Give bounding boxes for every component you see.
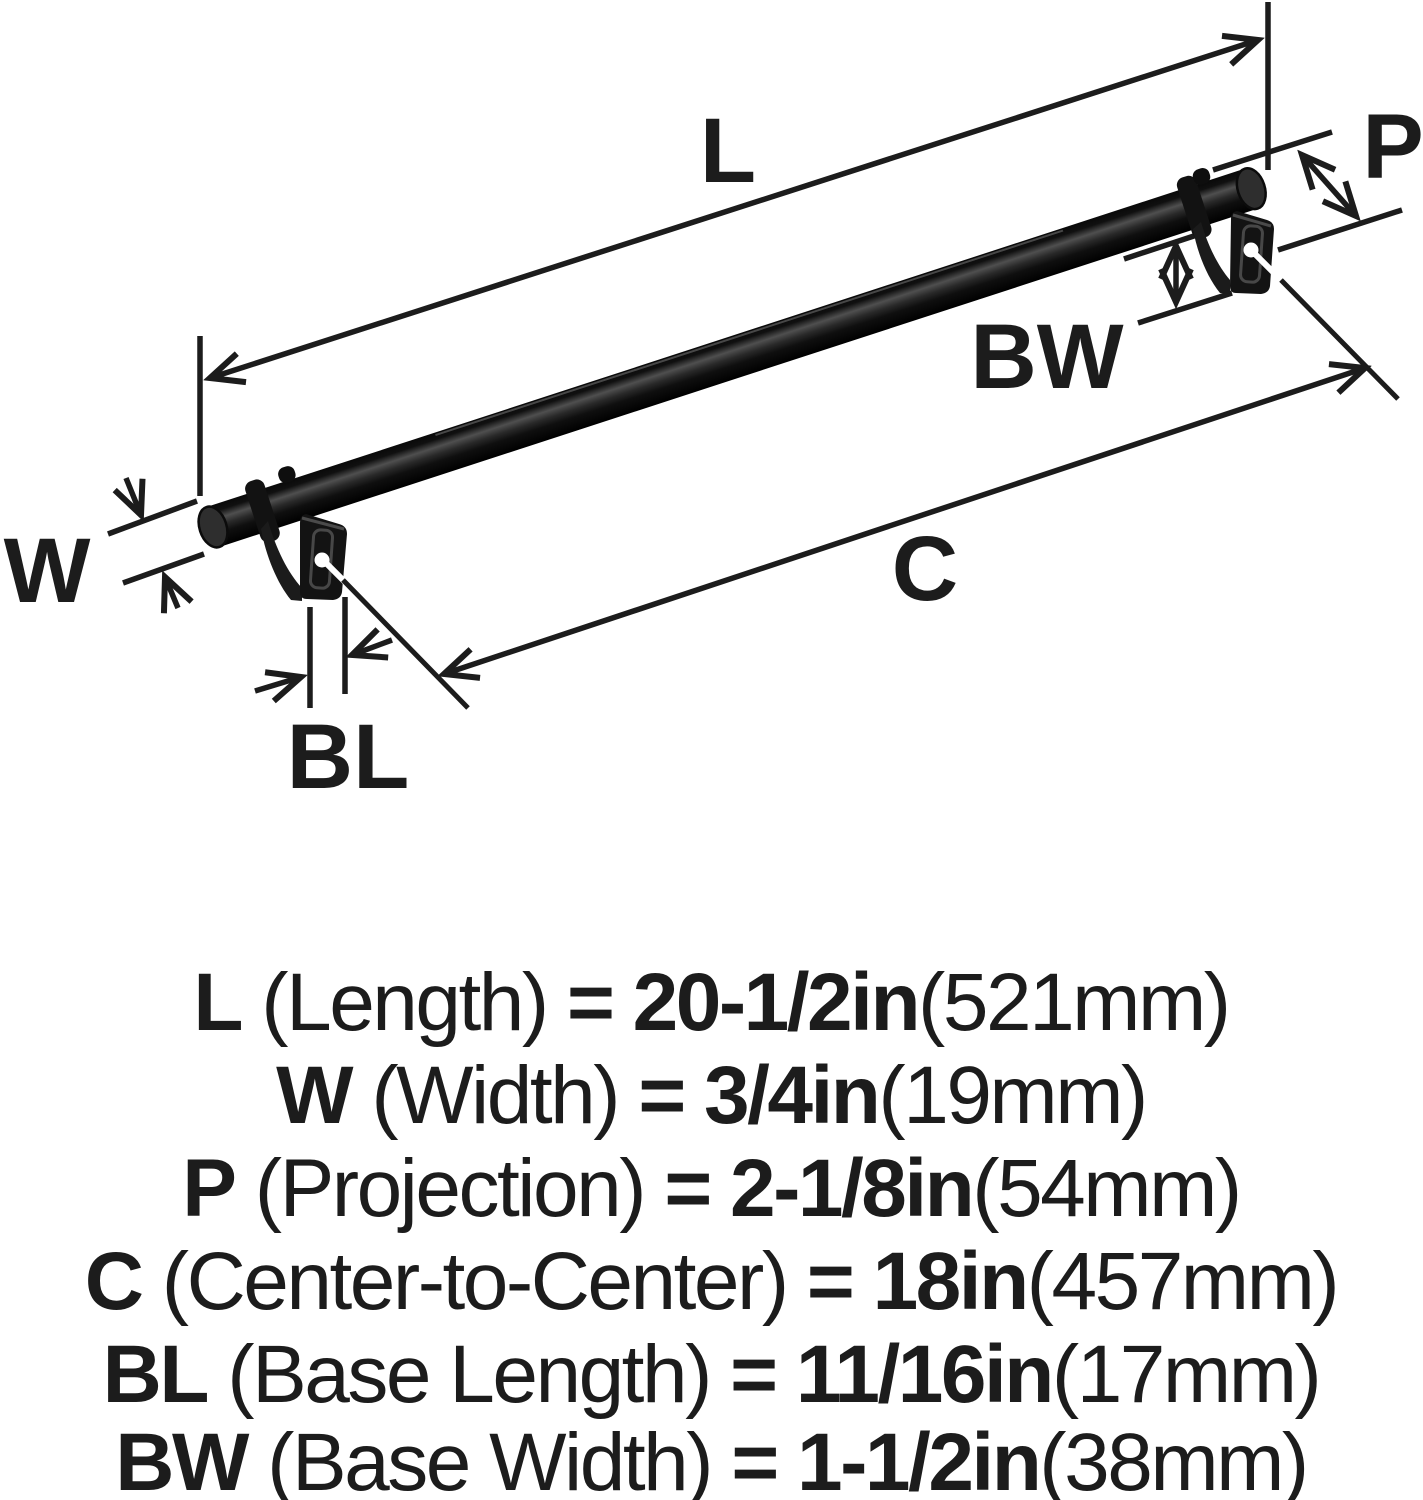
foot-right-web — [1193, 222, 1230, 294]
label-W: W — [4, 520, 91, 622]
bar-nub-left — [278, 466, 296, 483]
dim-tick-W-bottom — [122, 551, 205, 586]
dim-line-L — [210, 40, 1258, 378]
label-C: C — [892, 518, 958, 620]
foot-left-web — [261, 521, 302, 601]
bar-end-cap-left — [197, 505, 229, 549]
dim-arrow-BL-left — [254, 677, 301, 691]
dim-arrow-W-bottom — [165, 577, 178, 608]
label-BL: BL — [287, 706, 410, 808]
legend-row-center-to-center: C (Center-to-Center) = 18in(457mm) — [85, 1236, 1337, 1327]
dim-tick-P-bottom — [1277, 207, 1403, 253]
pull-handle-bar — [197, 166, 1267, 549]
dim-tick-W-top — [107, 498, 198, 537]
bar-collar-right — [1176, 175, 1212, 239]
center-leader-ticks — [318, 247, 1400, 710]
dim-arrow-P — [1302, 155, 1356, 216]
legend-row-base-width: BW (Base Width) = 1-1/2in(38mm) — [115, 1417, 1306, 1500]
dim-tick-C-right — [1279, 278, 1400, 401]
dim-line-C — [444, 368, 1365, 674]
foot-left-slot — [308, 528, 335, 590]
bar-end-cap-right — [1235, 166, 1267, 211]
dimension-legend: L (Length) = 20-1/2in(521mm) W (Width) =… — [85, 957, 1340, 1500]
bar-shaft — [206, 168, 1258, 547]
dim-arrow-BL-right — [352, 640, 393, 655]
label-BW: BW — [970, 306, 1123, 408]
dim-tick-BW-bottom — [1137, 290, 1233, 326]
foot-right-slot — [1239, 224, 1264, 284]
legend-row-projection: P (Projection) = 2-1/8in(54mm) — [182, 1143, 1239, 1234]
label-L: L — [700, 100, 756, 202]
dim-tick-C-left — [341, 578, 470, 710]
foot-right-bevel — [1232, 213, 1272, 228]
bar-highlight — [435, 229, 1064, 436]
dimension-lines — [107, 2, 1403, 708]
foot-left-bevel — [301, 516, 345, 531]
diagram-labels: L P W C BL BW — [4, 96, 1423, 808]
dim-arrow-W-top — [126, 476, 141, 515]
legend-row-length: L (Length) = 20-1/2in(521mm) — [193, 957, 1228, 1048]
legend-row-width: W (Width) = 3/4in(19mm) — [276, 1050, 1146, 1141]
bar-nub-right — [1192, 168, 1211, 185]
dim-tick-P-top — [1212, 129, 1333, 173]
legend-row-base-length: BL (Base Length) = 11/16in(17mm) — [103, 1329, 1320, 1420]
bar-collar-left — [245, 479, 280, 543]
dim-tick-C-right-white — [1248, 247, 1287, 286]
label-P: P — [1362, 96, 1423, 198]
